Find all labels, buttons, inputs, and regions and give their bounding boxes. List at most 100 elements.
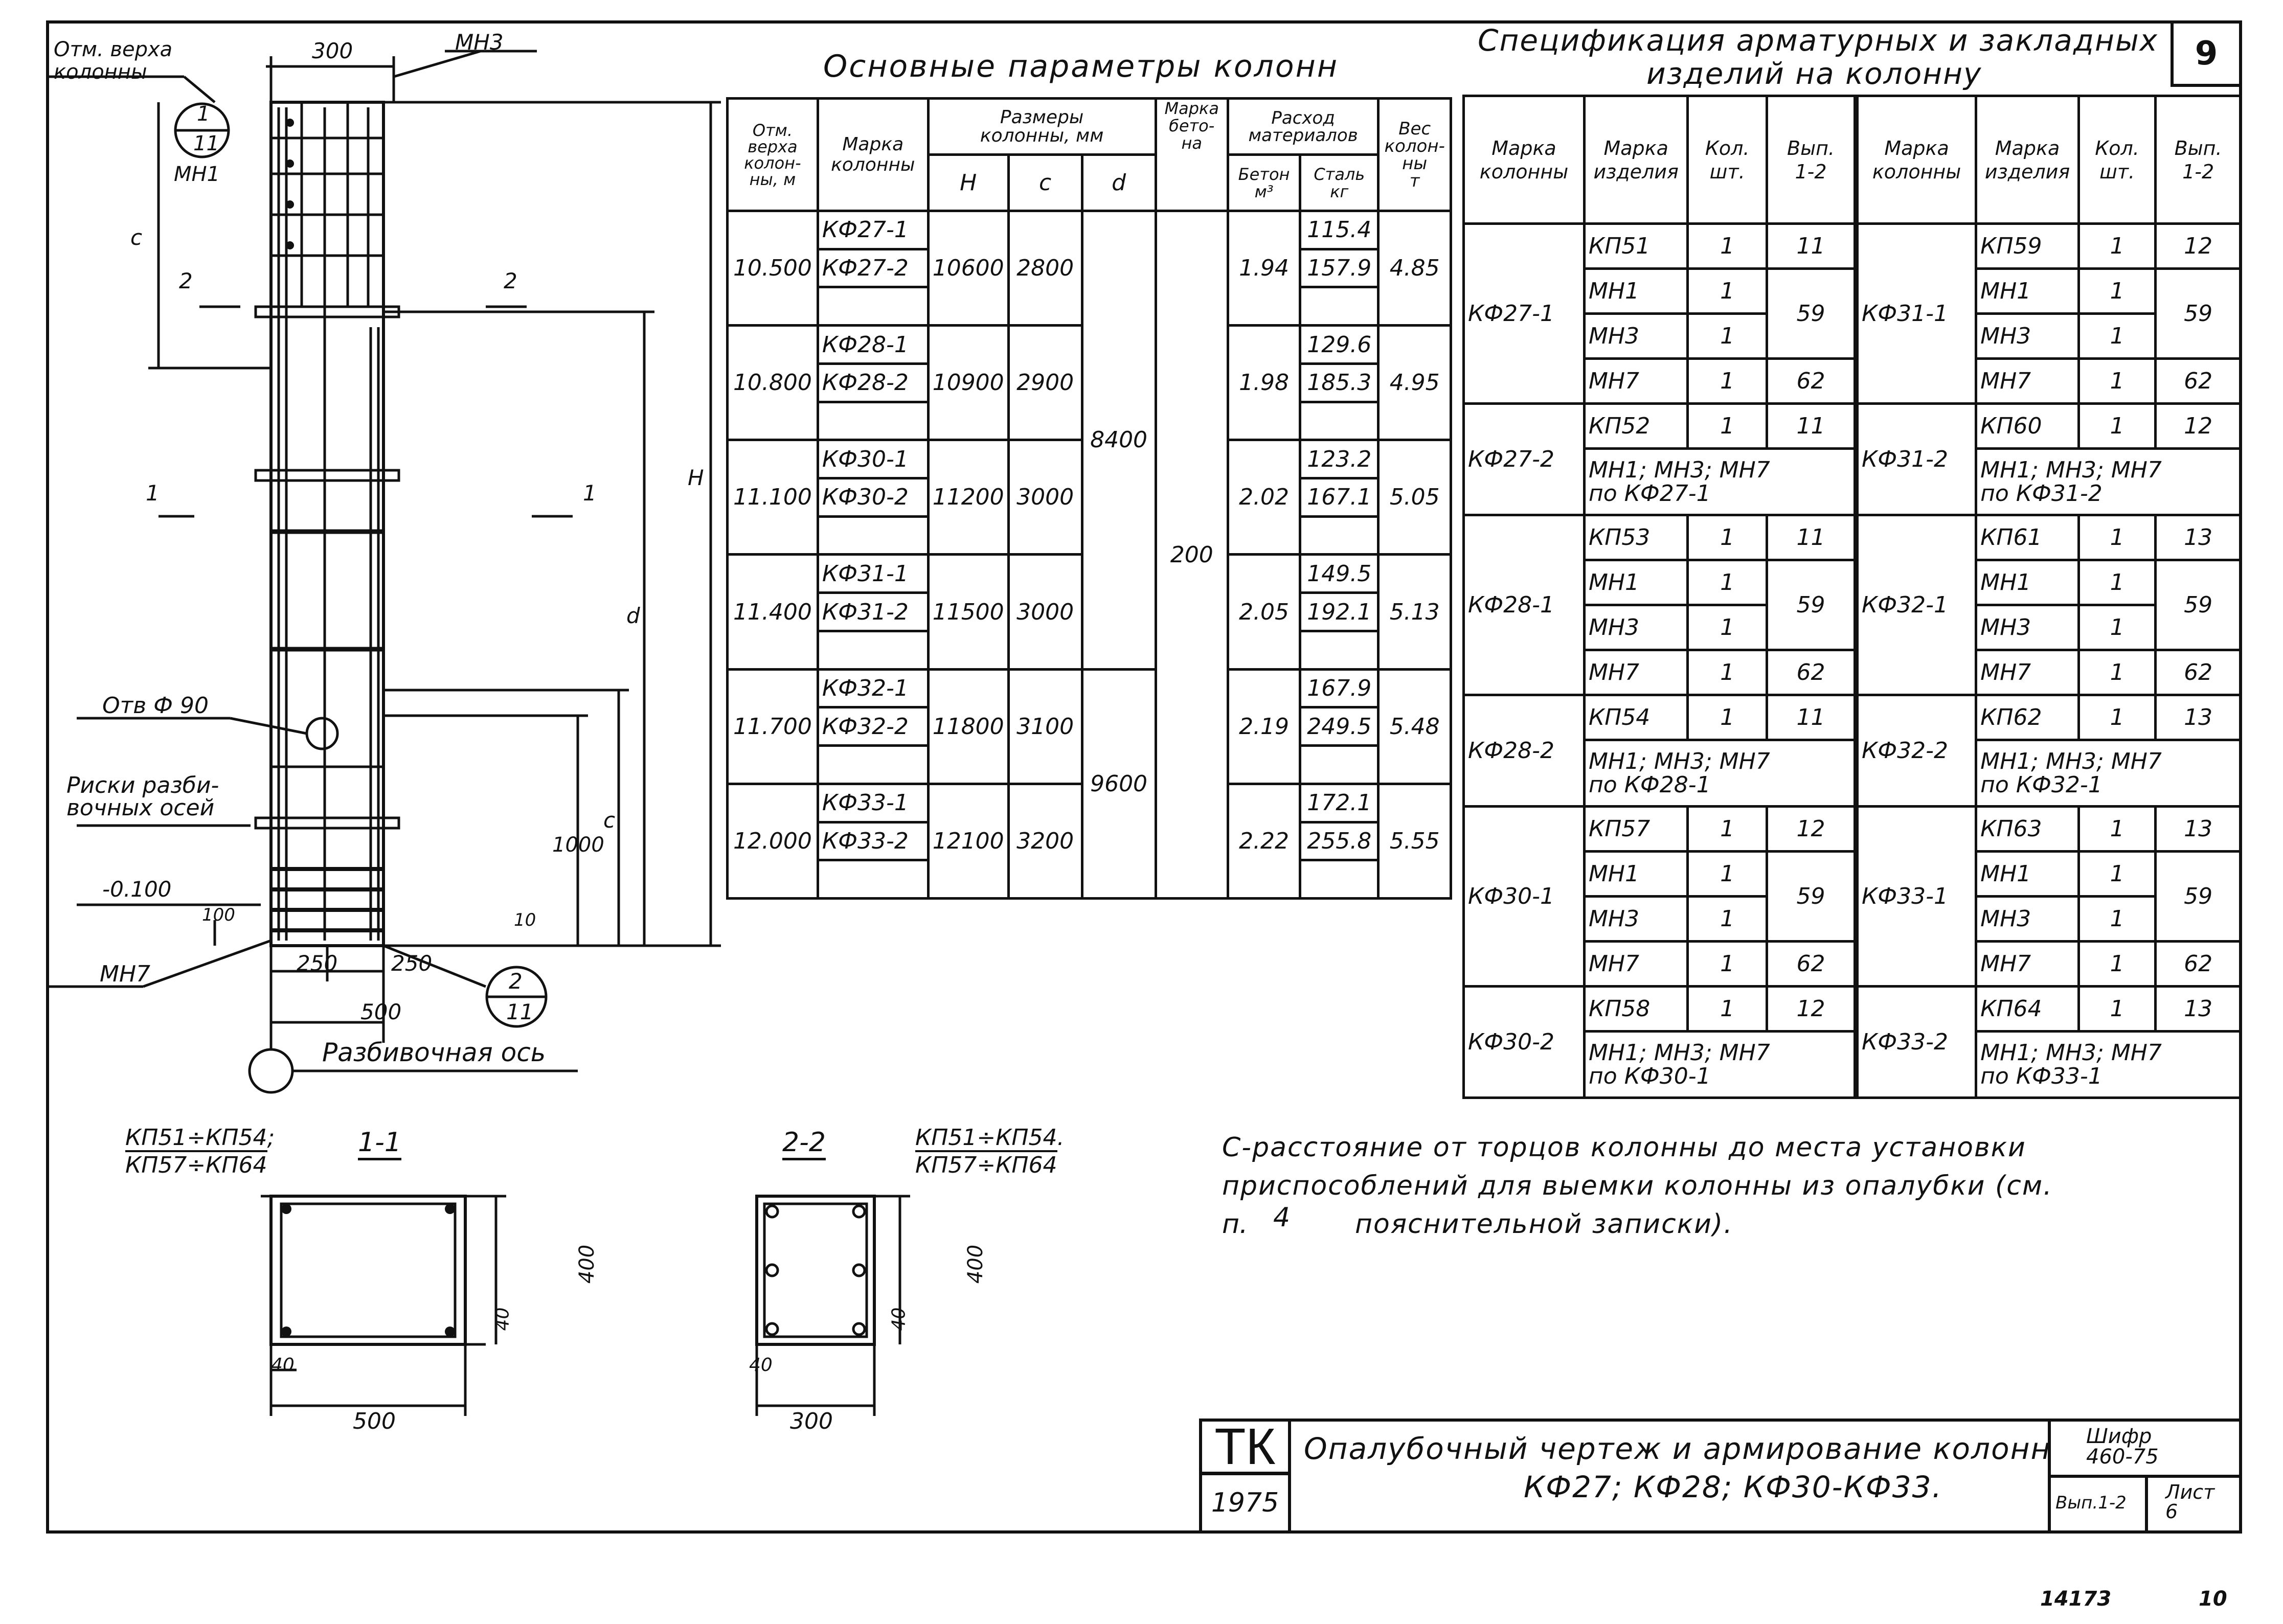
- spec-item-mark: КП54: [1583, 694, 1689, 741]
- mark-cell: КФ28-2: [816, 362, 930, 403]
- top-mark-label: Отм. верха колонны: [54, 38, 173, 84]
- spec-item-vyp: 11: [1766, 694, 1856, 741]
- spec-item-qty: 1: [2077, 559, 2157, 606]
- spec-header-item-mark: Марка изделия: [1975, 95, 2080, 225]
- spec-item-mark: КП64: [1975, 985, 2080, 1033]
- steel-cell: [1299, 515, 1380, 556]
- spec-column-mark: КФ33-1: [1856, 805, 1978, 988]
- spec-note: МН1; МН3; МН7 по КФ31-2: [1975, 447, 2242, 516]
- col-c: с: [1007, 153, 1083, 212]
- title-vyp: Вып.1-2: [2055, 1493, 2127, 1513]
- spec-item-vyp: 59: [2154, 850, 2242, 943]
- spec-item-vyp: 59: [1766, 267, 1856, 360]
- weight-cell: 5.13: [1377, 553, 1452, 671]
- mark-cell: [816, 629, 930, 671]
- spec-item-qty: 1: [1686, 312, 1768, 360]
- spec-item-mark: МН7: [1583, 940, 1689, 988]
- col-marka: Марка колонны: [816, 97, 930, 212]
- spec-item-qty: 1: [2077, 985, 2157, 1033]
- spec-item-vyp: 13: [2154, 805, 2242, 853]
- spec-item-qty: 1: [1686, 267, 1768, 315]
- spec-column-mark: КФ32-2: [1856, 694, 1978, 808]
- h-cell: 11800: [926, 668, 1010, 785]
- spec-note: МН1; МН3; МН7 по КФ33-1: [1975, 1030, 2242, 1099]
- risk-label: Риски разби- вочных осей: [66, 772, 219, 821]
- dim-500: 500: [360, 999, 402, 1024]
- spec-item-vyp: 11: [1766, 402, 1856, 450]
- s11-dim-400: 400: [575, 1244, 599, 1284]
- spec-item-mark: МН7: [1975, 940, 2080, 988]
- spec-item-mark: КП57: [1583, 805, 1689, 853]
- spec-item-mark: КП51: [1583, 222, 1689, 270]
- h-cell: 10600: [926, 209, 1010, 327]
- spec-item-mark: МН3: [1583, 895, 1689, 943]
- steel-cell: 192.1: [1299, 591, 1380, 632]
- col-consumption: Расход материалов: [1226, 97, 1380, 156]
- spec-item-mark: МН7: [1583, 649, 1689, 696]
- spec-header-qty: Кол. шт.: [1686, 95, 1768, 225]
- spec-item-vyp: 62: [1766, 357, 1856, 405]
- mark-cell: [816, 286, 930, 327]
- mark-cell: КФ32-2: [816, 706, 930, 747]
- note-line3-b: 4: [1273, 1202, 1291, 1233]
- c-cell: 3000: [1007, 553, 1083, 671]
- mn1-label: МН1: [174, 163, 220, 186]
- col-otm: Отм. верха колон- ны, м: [726, 97, 819, 212]
- weight-cell: 4.85: [1377, 209, 1452, 327]
- spec-item-qty: 1: [2077, 357, 2157, 405]
- params-row: [728, 744, 1451, 785]
- mark-cell: [816, 515, 930, 556]
- steel-cell: [1299, 744, 1380, 785]
- dim-300: 300: [312, 38, 353, 63]
- params-row: [728, 859, 1451, 900]
- s11-title: 1-1: [358, 1127, 401, 1160]
- section-mark-2-left: 2: [179, 268, 193, 293]
- mark-cell: КФ28-1: [816, 324, 930, 365]
- spec-item-mark: КП52: [1583, 402, 1689, 450]
- spec-item-mark: МН1: [1583, 267, 1689, 315]
- spec-note-row: МН1; МН3; МН7 по КФ30-1: [1464, 1030, 1857, 1099]
- c-bottom-label: с: [603, 808, 616, 833]
- spec-item-qty: 1: [1686, 985, 1768, 1033]
- s11-note-top: КП51÷КП54;: [125, 1125, 275, 1151]
- spec-column-mark: КФ32-1: [1856, 514, 1978, 696]
- note-line2: приспособлений для выемки колонны из опа…: [1222, 1171, 2053, 1201]
- spec-column-mark: КФ28-1: [1462, 514, 1586, 696]
- params-row: [728, 629, 1451, 671]
- steel-cell: 149.5: [1299, 553, 1380, 594]
- spec-column-mark: КФ33-2: [1856, 985, 1978, 1099]
- col-H: Н: [926, 153, 1010, 212]
- col-beton: Бетон м³: [1226, 153, 1302, 212]
- spec-item-mark: КП63: [1975, 805, 2080, 853]
- spec-header-item-mark: Марка изделия: [1583, 95, 1689, 225]
- s11-note-bottom: КП57÷КП64: [125, 1150, 267, 1178]
- col-concrete: Марка бето- на: [1154, 97, 1229, 212]
- mark-cell: КФ27-2: [816, 247, 930, 289]
- spec-item-vyp: 62: [2154, 649, 2242, 696]
- spec-header-vyp: Вып. 1-2: [2154, 95, 2242, 225]
- mark-cell: КФ33-1: [816, 782, 930, 824]
- footer-page: 10: [2199, 1587, 2227, 1611]
- spec-item-mark: МН7: [1975, 649, 2080, 696]
- spec-item-mark: МН1: [1975, 850, 2080, 898]
- spec-item-qty: 1: [1686, 357, 1768, 405]
- title-line2: КФ27; КФ28; КФ30-КФ33.: [1524, 1470, 1942, 1504]
- spec-item-vyp: 13: [2154, 985, 2242, 1033]
- d-label: d: [626, 603, 640, 628]
- spec-item-qty: 1: [2077, 805, 2157, 853]
